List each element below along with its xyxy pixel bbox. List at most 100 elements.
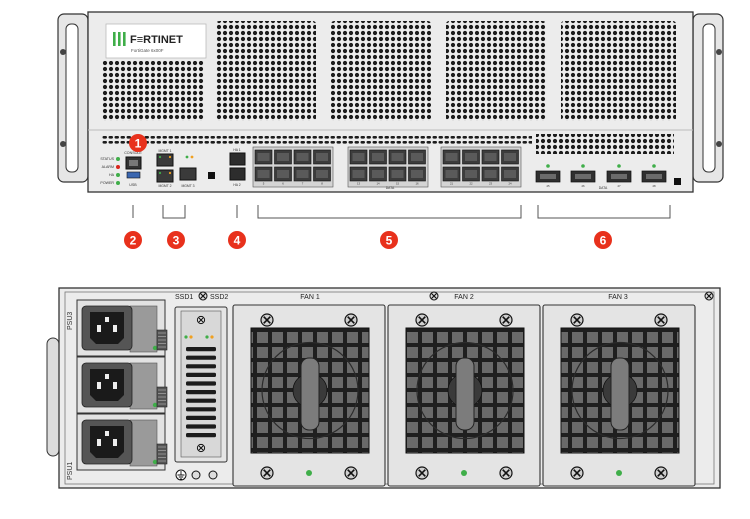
console-label: CONSOLE [124, 151, 142, 155]
callout-number: 2 [130, 234, 137, 248]
qsfp-led [652, 164, 656, 168]
fan-led [616, 470, 622, 476]
fan3-label: FAN 3 [608, 294, 628, 301]
sfp-port-inner [372, 153, 384, 161]
led-label: ALARM [102, 165, 114, 169]
psu-led [152, 459, 158, 465]
fan2-label: FAN 2 [454, 294, 474, 301]
sfp-port-inner [465, 153, 477, 161]
sfp-port-inner [445, 170, 458, 178]
ssd-vent-slot [186, 390, 216, 395]
ssd-vent-slot [186, 355, 216, 360]
right-rack-ear [692, 13, 724, 183]
fan-screw-icon [415, 466, 429, 480]
ha-ports: HA 1 HA 2 [229, 148, 246, 187]
ssd-vent-slot [186, 347, 216, 352]
usb-port[interactable] [126, 171, 141, 179]
mgmt2-port[interactable] [156, 169, 174, 183]
left-handle [46, 337, 60, 457]
sfp-port-number: 13 [357, 182, 361, 186]
sfp-port-number: 8 [321, 182, 323, 186]
brand-name: F≡RTINET [130, 34, 183, 46]
fan-blade-ring [571, 341, 669, 440]
ha1-port[interactable] [229, 152, 246, 166]
fan-handle[interactable] [455, 357, 475, 431]
ha2-port[interactable] [229, 167, 246, 181]
callout-6: 6 [594, 231, 612, 249]
fan-screw-icon [260, 466, 274, 480]
mgmt3-port[interactable] [179, 167, 197, 181]
fan-led [306, 470, 312, 476]
sfp-port-inner [445, 153, 458, 161]
fan-handle[interactable] [610, 357, 630, 431]
sfp-port-inner [504, 170, 516, 178]
ssd-led [205, 335, 209, 339]
led-label: HA [109, 173, 115, 177]
sfp-port-inner [484, 153, 497, 161]
callout-brackets [132, 205, 671, 219]
ssd-bay: SSD1 SSD2 [174, 291, 228, 481]
sfp-port-number: 24 [508, 182, 512, 186]
qsfp-port-number: 27 [617, 184, 621, 188]
fan-blade-ring [416, 341, 514, 440]
ssd-vent-slot [186, 415, 216, 420]
rear-panel: PSU3 PSU1 PSU2 SSD1 SSD2 [46, 287, 721, 489]
fan-screw-icon [499, 466, 513, 480]
led-label: STATUS [100, 157, 114, 161]
psu-module[interactable] [76, 356, 168, 414]
sfp-port-inner [391, 170, 404, 178]
fan-module[interactable] [232, 304, 386, 487]
ssd1-label: SSD1 [175, 294, 193, 301]
qsfp-port-inner [646, 174, 662, 179]
sfp-port-number: 14 [376, 182, 380, 186]
ssd-vent-slot [186, 381, 216, 386]
qsfp-led [546, 164, 550, 168]
sfp-port-inner [316, 153, 328, 161]
fan-screw-icon [570, 313, 584, 327]
status-led [116, 157, 120, 161]
vent-grille [446, 21, 546, 121]
vent-grille [216, 21, 316, 121]
left-rack-ear [57, 13, 89, 183]
sfp-port-number: 5 [263, 182, 265, 186]
fan-handle[interactable] [300, 357, 320, 431]
mgmt-label: MGMT 2 [158, 184, 171, 188]
mgmt-small-port[interactable] [208, 172, 215, 179]
ssd-vent-slot [186, 398, 216, 403]
mgmt-ports: MGMT 1 MGMT 2 MGMT 3 [156, 149, 215, 188]
fan-screw-icon [344, 313, 358, 327]
fan1-label: FAN 1 [300, 294, 320, 301]
sfp-port-number: 22 [469, 182, 473, 186]
vent-grille [331, 21, 431, 121]
ha-label: HA 1 [233, 148, 240, 152]
sfp-port-inner [296, 170, 309, 178]
alarm-led [116, 165, 120, 169]
fan-screw-icon [415, 313, 429, 327]
screw-icon [191, 470, 201, 480]
qsfp-port-inner [575, 174, 591, 179]
sfp-port-number: 6 [282, 182, 284, 186]
callout-number: 5 [386, 234, 393, 248]
fan-module[interactable] [387, 304, 541, 487]
fortinet-logo: F≡RTINET FortiGate 6x00F [105, 23, 207, 59]
fan-module[interactable] [542, 304, 696, 487]
qsfp-led [581, 164, 585, 168]
sfp-port-inner [257, 153, 270, 161]
fan-screw-icon [654, 313, 668, 327]
sfp-port-inner [352, 170, 365, 178]
sfp-group-label: DATA [386, 186, 395, 190]
front-small-port[interactable] [674, 178, 681, 185]
ssd-vent-slot [186, 372, 216, 377]
qsfp-port-number: 28 [652, 184, 656, 188]
qsfp-port-number: 26 [581, 184, 585, 188]
sfp-port-number: 15 [396, 182, 400, 186]
mgmt1-port[interactable] [156, 153, 174, 167]
psu-module[interactable] [76, 299, 168, 357]
sfp-port-inner [391, 153, 404, 161]
psu-led [152, 345, 158, 351]
psu-label: PSU1 [67, 462, 74, 480]
sfp-port-inner [411, 153, 423, 161]
psu-module[interactable] [76, 413, 168, 471]
